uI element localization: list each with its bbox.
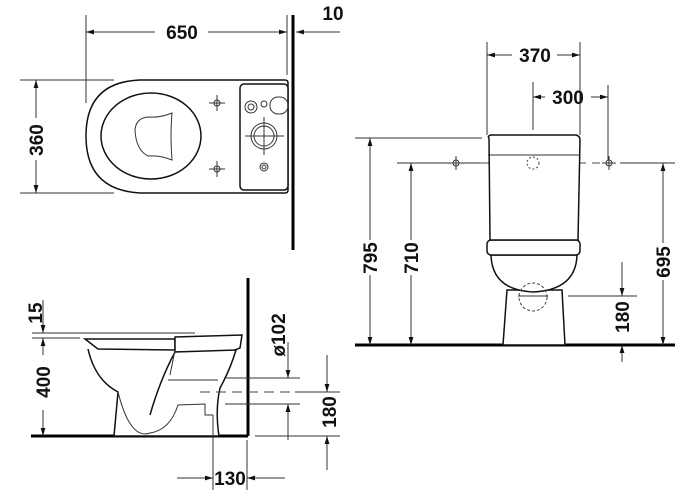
dimension-15: 15 xyxy=(26,302,47,324)
dimension-10: 10 xyxy=(322,4,343,25)
dimension-180-front: 180 xyxy=(613,301,634,333)
dimension-370: 370 xyxy=(519,46,551,67)
dimension-400: 400 xyxy=(34,366,55,398)
front-view: 370 300 795 710 695 180 xyxy=(355,42,675,362)
dimension-795: 795 xyxy=(361,242,382,274)
top-view: 650 10 360 xyxy=(20,4,344,250)
dimension-180-side: 180 xyxy=(320,396,341,428)
seat-outline xyxy=(100,92,202,180)
cistern-outline xyxy=(487,134,581,241)
dimension-300: 300 xyxy=(552,88,584,109)
side-view: 15 400 ø102 180 130 xyxy=(26,278,341,490)
seat-band xyxy=(486,239,581,256)
dimension-360: 360 xyxy=(27,124,48,156)
bowl-outline xyxy=(490,254,578,293)
dimension-695: 695 xyxy=(654,246,675,278)
dimension-710: 710 xyxy=(402,242,423,274)
dimension-650: 650 xyxy=(166,23,198,44)
dimension-130: 130 xyxy=(214,469,246,490)
dimension-diameter-102: ø102 xyxy=(269,313,290,356)
pedestal-outline xyxy=(502,289,566,346)
